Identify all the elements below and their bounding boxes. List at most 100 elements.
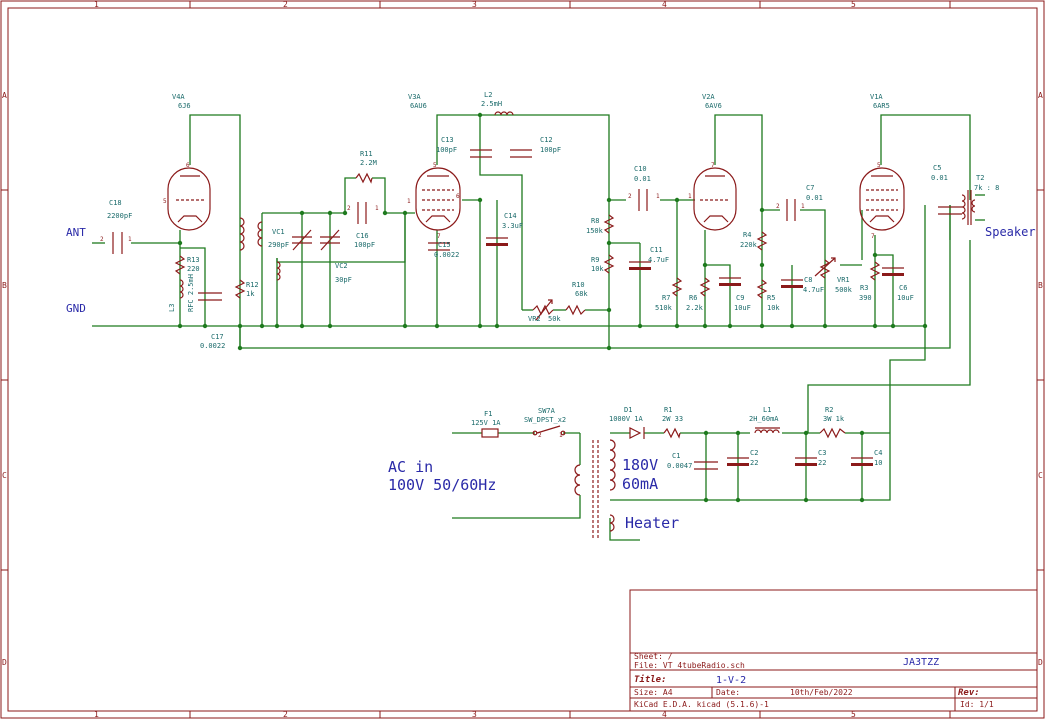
val-r9: 10k xyxy=(591,265,604,273)
val-vr2: 50k xyxy=(548,315,561,323)
title-value: 1-V-2 xyxy=(716,675,746,686)
tube-v3a xyxy=(415,167,461,231)
svg-text:5: 5 xyxy=(163,198,167,205)
generator-label: KiCad E.D.A. kicad (5.1.6)-1 xyxy=(634,700,769,709)
val-v1a: 6AR5 xyxy=(873,102,890,110)
ref-l1: L1 xyxy=(763,406,771,414)
val-c8: 4.7uF xyxy=(803,286,824,294)
svg-text:2: 2 xyxy=(628,193,632,200)
ref-r2: R2 xyxy=(825,406,833,414)
id-label: Id: 1/1 xyxy=(960,700,994,709)
ref-c8: C8 xyxy=(804,276,812,284)
svg-text:1: 1 xyxy=(656,193,660,200)
svg-text:5: 5 xyxy=(433,162,437,169)
ref-vr2: VR2 xyxy=(528,315,541,323)
ref-c17: C17 xyxy=(211,333,224,341)
ref-c11: C11 xyxy=(650,246,663,254)
ref-vc2: VC2 xyxy=(335,262,348,270)
svg-text:1: 1 xyxy=(407,198,411,205)
row-d-right: D xyxy=(1038,658,1043,667)
ref-r8: R8 xyxy=(591,217,599,225)
svg-text:2: 2 xyxy=(538,432,542,439)
capacitor-symbols xyxy=(112,149,962,470)
ref-v3a: V3A xyxy=(408,93,421,101)
title-block: Sheet: / File: VT_4tubeRadio.sch JA3TZZ … xyxy=(629,589,1038,712)
val-l3: RFC 2.5mH xyxy=(187,274,195,312)
gnd-label: GND xyxy=(66,302,86,315)
val-c9: 10uF xyxy=(734,304,751,312)
val-c15: 0.0022 xyxy=(434,251,459,259)
col-2-bottom: 2 xyxy=(283,710,288,719)
val-c11: 4.7uF xyxy=(648,256,669,264)
ref-vr1: VR1 xyxy=(837,276,850,284)
val-r5: 10k xyxy=(767,304,780,312)
company-label: JA3TZZ xyxy=(903,657,939,668)
svg-text:6: 6 xyxy=(456,193,460,200)
row-a-right: A xyxy=(1038,91,1043,100)
val-c7: 0.01 xyxy=(806,194,823,202)
supply-symbols xyxy=(481,425,645,439)
ref-v4a: V4A xyxy=(172,93,185,101)
val-l2: 2.5mH xyxy=(481,100,502,108)
val-vr1: 500k xyxy=(835,286,853,294)
val-c4: 10 xyxy=(874,459,882,467)
ref-sw7a: SW7A xyxy=(538,407,556,415)
val-v2a: 6AV6 xyxy=(705,102,722,110)
val-vc2: 30pF xyxy=(335,276,352,284)
val-r8: 150k xyxy=(586,227,604,235)
col-2-top: 2 xyxy=(283,0,288,9)
ref-c16: C16 xyxy=(356,232,369,240)
ref-c18: C18 xyxy=(109,199,122,207)
row-c-right: C xyxy=(1038,471,1043,480)
col-3-bottom: 3 xyxy=(472,710,477,719)
svg-text:1: 1 xyxy=(128,236,132,243)
ref-v2a: V2A xyxy=(702,93,715,101)
val-r13: 220 xyxy=(187,265,200,273)
val-f1: 125V 1A xyxy=(471,419,501,427)
col-4-top: 4 xyxy=(662,0,667,9)
svg-text:1: 1 xyxy=(688,193,692,200)
ref-c6: C6 xyxy=(899,284,907,292)
val-r4: 220k xyxy=(740,241,758,249)
val-r6: 2.2k xyxy=(686,304,704,312)
ref-v1a: V1A xyxy=(870,93,883,101)
svg-text:7: 7 xyxy=(871,233,875,240)
ac-in-label: AC in xyxy=(388,458,433,476)
ref-r6: R6 xyxy=(689,294,697,302)
tube-v2a xyxy=(693,167,737,231)
resistor-symbols xyxy=(174,172,881,439)
ref-r12: R12 xyxy=(246,281,259,289)
inductor-symbols xyxy=(179,111,976,540)
ref-vc1: VC1 xyxy=(272,228,285,236)
ref-l3: L3 xyxy=(168,304,176,312)
val-c6: 10uF xyxy=(897,294,914,302)
col-5-top: 5 xyxy=(851,0,856,9)
date-label: Date: xyxy=(716,688,740,697)
ant-label: ANT xyxy=(66,226,86,239)
ref-c13: C13 xyxy=(441,136,454,144)
ref-c9: C9 xyxy=(736,294,744,302)
val-r10: 68k xyxy=(575,290,588,298)
val-v3a: 6AU6 xyxy=(410,102,427,110)
svg-text:2: 2 xyxy=(776,203,780,210)
row-b-right: B xyxy=(1038,281,1043,290)
row-a-left: A xyxy=(2,91,7,100)
net-labels: ANT GND Speaker AC in 100V 50/60Hz 180V … xyxy=(66,225,1036,532)
val-t2: 7k : 8 xyxy=(974,184,999,192)
ref-r3: R3 xyxy=(860,284,868,292)
val-c17: 0.0022 xyxy=(200,342,225,350)
size-label: Size: A4 xyxy=(634,688,673,697)
ref-r10: R10 xyxy=(572,281,585,289)
ref-c12: C12 xyxy=(540,136,553,144)
svg-text:7: 7 xyxy=(437,233,441,240)
col-4-bottom: 4 xyxy=(662,710,667,719)
ref-c7: C7 xyxy=(806,184,814,192)
ref-r11: R11 xyxy=(360,150,373,158)
svg-text:7: 7 xyxy=(711,162,715,169)
ref-r4: R4 xyxy=(743,231,751,239)
potentiometer-symbols xyxy=(532,257,836,321)
val-c13: 100pF xyxy=(436,146,457,154)
val-r2: 3W 1k xyxy=(823,415,845,423)
